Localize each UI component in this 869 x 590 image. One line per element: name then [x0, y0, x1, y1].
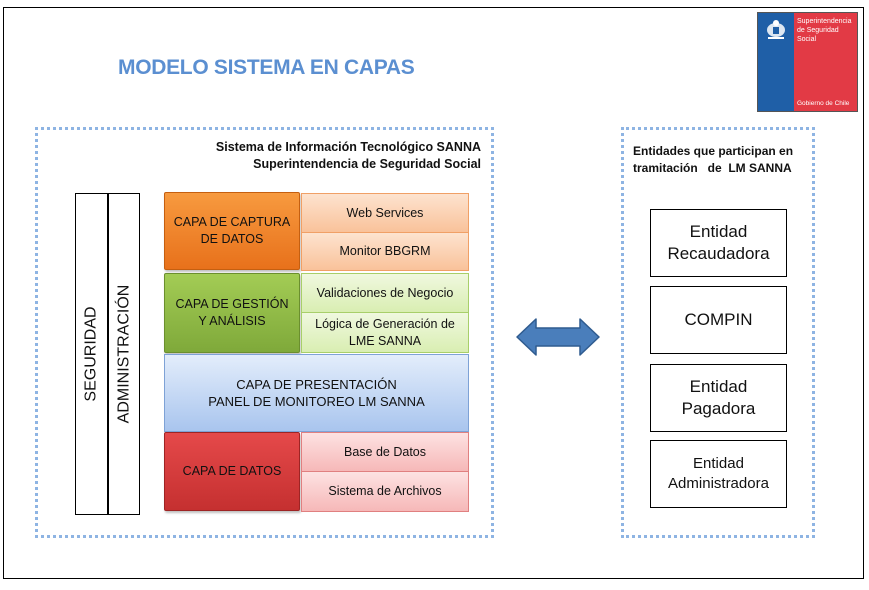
- entity-label-line1: Entidad: [689, 222, 748, 241]
- administration-bar: ADMINISTRACIÓN: [107, 193, 140, 515]
- component-business-validations: Validaciones de Negocio: [301, 273, 469, 313]
- system-box: Sistema de Información Tecnológico SANNA…: [35, 127, 494, 538]
- presentation-layer-line1: CAPA DE PRESENTACIÓN: [236, 377, 397, 392]
- entities-title-line1: Entidades que participan en: [633, 144, 794, 158]
- entity-label-line2: Administradora: [668, 475, 769, 492]
- capture-layer-line2: DE DATOS: [200, 232, 264, 246]
- bidirectional-arrow-icon: [516, 318, 600, 356]
- capture-layer: CAPA DE CAPTURA DE DATOS: [164, 192, 300, 270]
- component-file-system: Sistema de Archivos: [301, 472, 469, 512]
- data-layer: CAPA DE DATOS: [164, 432, 300, 511]
- entities-title: Entidades que participan en tramitación d…: [633, 143, 793, 177]
- component-generation-logic: Lógica de Generación de LME SANNA: [301, 313, 469, 353]
- component-label-line1: Lógica de Generación de: [315, 316, 455, 331]
- component-label-line2: LME SANNA: [348, 333, 422, 348]
- component-label: Validaciones de Negocio: [316, 285, 454, 300]
- system-subtitle: Sistema de Información Tecnológico SANNA…: [216, 139, 481, 173]
- component-web-services: Web Services: [301, 193, 469, 233]
- diagram-frame: [3, 7, 864, 579]
- data-layer-label: CAPA DE DATOS: [182, 464, 282, 478]
- logo: Superintendencia de Seguridad Social Gob…: [757, 12, 858, 112]
- management-layer: CAPA DE GESTIÓN Y ANÁLISIS: [164, 273, 300, 353]
- page-title: MODELO SISTEMA EN CAPAS: [118, 56, 415, 79]
- presentation-layer: CAPA DE PRESENTACIÓN PANEL DE MONITOREO …: [164, 354, 469, 432]
- presentation-layer-line2: PANEL DE MONITOREO LM SANNA: [208, 394, 425, 409]
- entity-recaudadora: Entidad Recaudadora: [650, 209, 787, 277]
- logo-text-line2: de Seguridad: [797, 27, 839, 34]
- entity-label-line2: Pagadora: [681, 399, 756, 418]
- logo-red-panel: Superintendencia de Seguridad Social Gob…: [794, 13, 857, 111]
- entity-compin: COMPIN: [650, 286, 787, 354]
- entity-administradora: Entidad Administradora: [650, 440, 787, 508]
- management-layer-line1: CAPA DE GESTIÓN: [175, 297, 289, 311]
- administration-label: ADMINISTRACIÓN: [115, 284, 133, 424]
- logo-text-line1: Superintendencia: [797, 18, 852, 25]
- entity-label-line2: Recaudadora: [667, 244, 770, 263]
- component-database: Base de Datos: [301, 432, 469, 472]
- system-subtitle-line1: Sistema de Información Tecnológico SANNA: [215, 140, 481, 154]
- logo-footer: Gobierno de Chile: [797, 100, 850, 107]
- coat-of-arms-icon: [767, 20, 785, 39]
- logo-blue-panel: [758, 13, 794, 111]
- entity-label-line1: Entidad: [693, 455, 744, 472]
- entity-label: COMPIN: [684, 310, 753, 329]
- security-bar: SEGURIDAD: [75, 193, 108, 515]
- system-subtitle-line2: Superintendencia de Seguridad Social: [253, 157, 481, 171]
- entities-title-line2: tramitación de LM SANNA: [633, 161, 792, 175]
- component-label: Web Services: [346, 205, 424, 220]
- management-layer-line2: Y ANÁLISIS: [198, 314, 266, 328]
- component-monitor-bbgrm: Monitor BBGRM: [301, 233, 469, 271]
- component-label: Sistema de Archivos: [328, 484, 442, 498]
- component-label: Base de Datos: [344, 444, 426, 459]
- entities-box: Entidades que participan en tramitación d…: [621, 127, 815, 538]
- component-label: Monitor BBGRM: [339, 244, 431, 258]
- entity-pagadora: Entidad Pagadora: [650, 364, 787, 432]
- capture-layer-line1: CAPA DE CAPTURA: [173, 215, 291, 229]
- security-label: SEGURIDAD: [82, 306, 100, 402]
- logo-text-line3: Social: [797, 36, 817, 43]
- entity-label-line1: Entidad: [689, 377, 748, 396]
